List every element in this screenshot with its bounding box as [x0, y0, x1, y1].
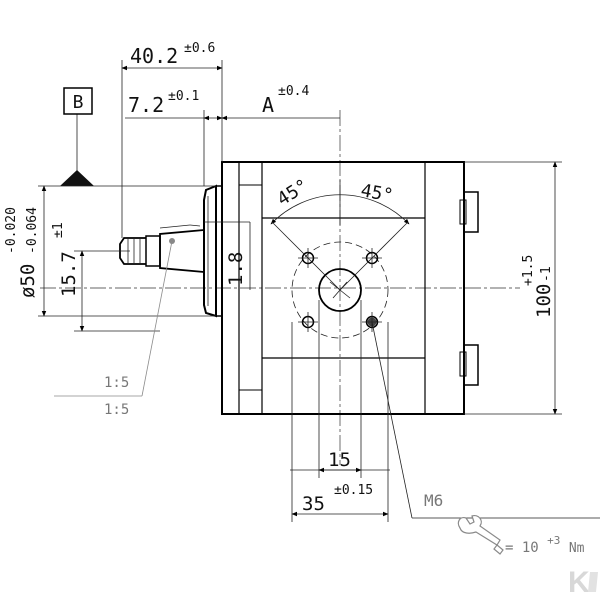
dim-angle-right: 45° — [359, 180, 395, 206]
dim-7-2: 7.2 — [128, 93, 164, 117]
dim-7-2-tol: ±0.1 — [168, 89, 199, 104]
dim-a: A — [262, 93, 274, 117]
thread-m6: M6 — [424, 491, 443, 510]
dim-15: 15 — [328, 449, 351, 471]
mounting-flange — [203, 184, 222, 318]
brand-logo: K — [568, 566, 598, 599]
taper-ratio-lower: 1:5 — [104, 402, 129, 418]
dim-a-tol: ±0.4 — [278, 84, 309, 99]
torque-value: = 10 — [505, 540, 539, 556]
dim-pilot-dia: ø50 — [17, 264, 39, 298]
svg-text:= 10 +3 Nm: = 10 +3 Nm — [505, 532, 585, 556]
dim-40-2-tol: ±0.6 — [184, 41, 215, 56]
dim-35: 35 — [302, 493, 325, 515]
datum-b-label: B — [73, 92, 84, 113]
dimension-lines — [38, 60, 600, 522]
torque-spec: = 10 +3 Nm — [457, 515, 585, 556]
dim-pilot-tol-upper: -0.020 — [4, 207, 19, 254]
dim-35-tol: ±0.15 — [334, 483, 373, 498]
dim-15-7-tol: ±1 — [51, 222, 66, 238]
dim-1-8: 1.8 — [225, 252, 247, 286]
side-cover-bolts — [459, 191, 479, 386]
dim-height-tol-upper: +1.5 — [521, 255, 536, 286]
dim-40-2: 40.2 — [130, 44, 178, 68]
angle-construction — [270, 180, 410, 291]
dim-angle-left: 45° — [274, 175, 313, 210]
dim-height-tol-lower: -1 — [539, 266, 554, 282]
dim-15-7: 15.7 — [58, 251, 80, 297]
dim-pilot-tol-lower: -0.064 — [25, 207, 40, 254]
torque-tol: +3 — [547, 534, 560, 547]
tapered-shaft — [119, 224, 205, 273]
dim-height: 100 — [533, 284, 555, 318]
torque-unit: Nm — [569, 541, 585, 556]
taper-ratio-upper: 1:5 — [104, 375, 129, 391]
wrench-icon — [457, 515, 504, 555]
datum-b-box: B — [63, 87, 93, 115]
center-lines — [40, 110, 520, 465]
brand-logo-letter: K — [568, 566, 590, 599]
